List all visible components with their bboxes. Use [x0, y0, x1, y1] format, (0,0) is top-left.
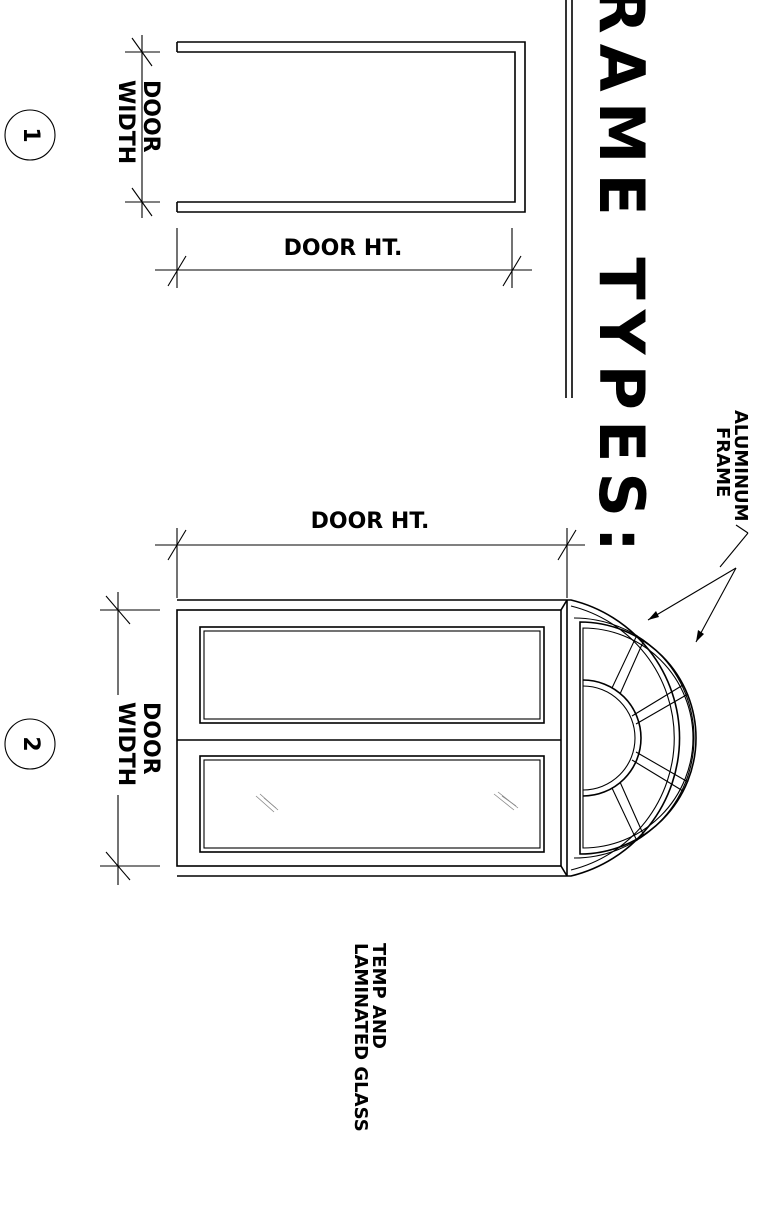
type-1-frame-outer: [177, 41, 526, 213]
type-2-circle: [4, 718, 56, 770]
type-2-transom: [567, 599, 697, 877]
type-2-door-frame: [176, 609, 562, 867]
type-1-frame-inner: [177, 51, 516, 203]
type-1-number: 1: [18, 127, 43, 142]
type-1-circle: [4, 109, 56, 161]
title-group: RAME TYPES:: [565, 0, 658, 562]
glass-hatch: [255, 791, 519, 813]
type-2-height-label: DOOR HT.: [311, 509, 430, 534]
aluminum-frame-callout: ALUMINUM FRAME: [647, 410, 751, 643]
callout-frame-line1: ALUMINUM: [730, 410, 751, 522]
callout-glass-line1: TEMP AND: [368, 943, 389, 1049]
frame-type-1: 1 DOOR WIDTH DOOR HT.: [4, 35, 532, 288]
type-1-width-label-1: DOOR: [138, 80, 163, 153]
frame-type-2: 2 DOOR HT. DOOR WIDTH: [4, 410, 751, 1132]
type-2-width-label-2: WIDTH: [113, 702, 138, 786]
type-2-glass-panel-bottom: [199, 755, 545, 853]
glass-callout: TEMP AND LAMINATED GLASS: [350, 943, 389, 1132]
callout-glass-line2: LAMINATED GLASS: [350, 943, 371, 1132]
type-2-number: 2: [18, 736, 43, 751]
callout-frame-line2: FRAME: [712, 427, 733, 497]
type-2-glass-panel-top: [199, 626, 545, 724]
page-title: RAME TYPES:: [585, 0, 658, 562]
type-2-width-label-1: DOOR: [138, 702, 163, 775]
type-1-height-label: DOOR HT.: [284, 236, 403, 261]
type-1-width-label-2: WIDTH: [113, 80, 138, 164]
